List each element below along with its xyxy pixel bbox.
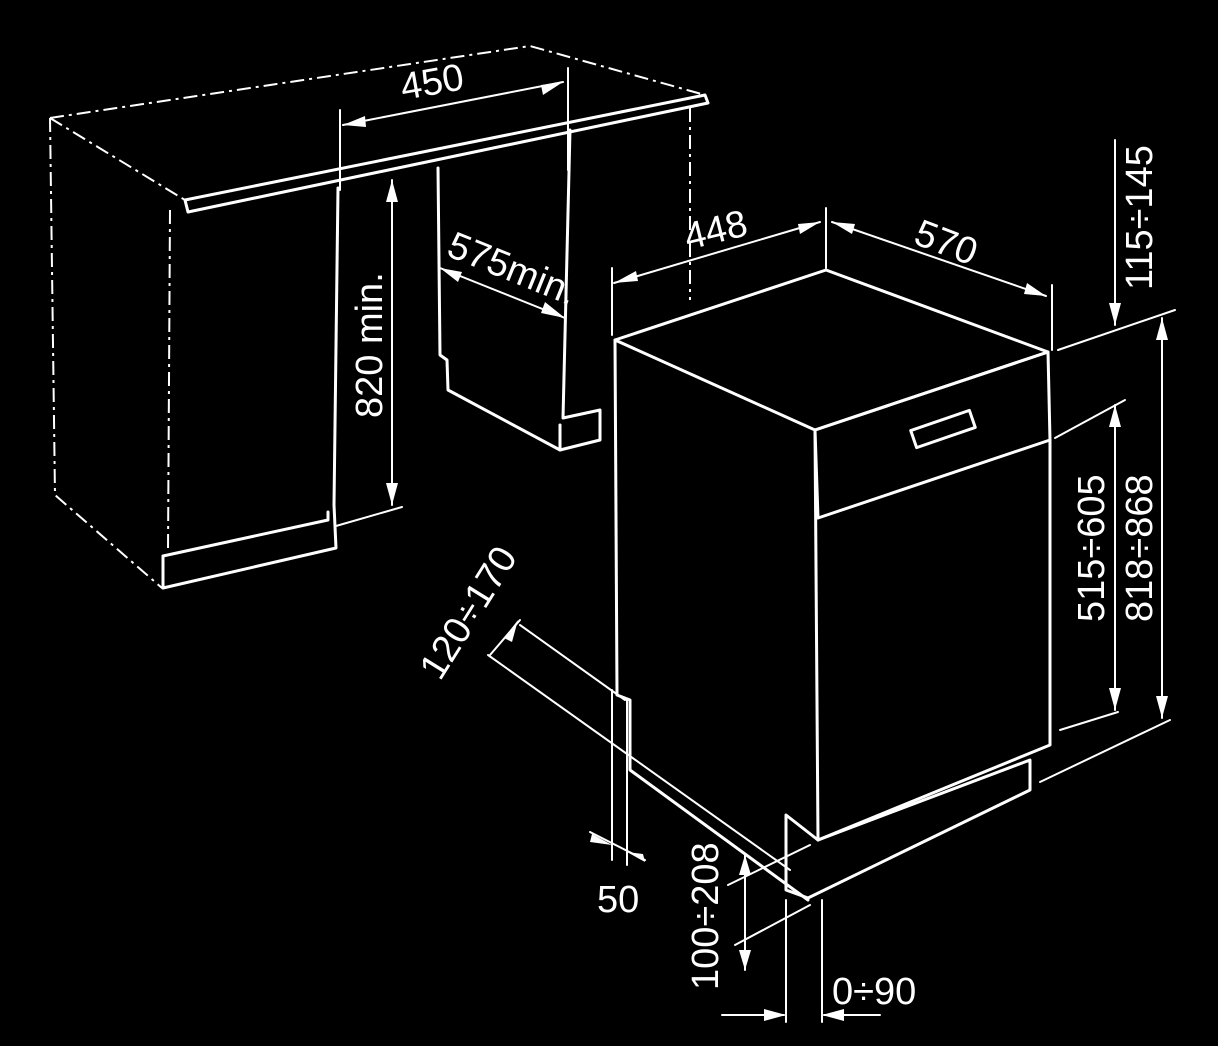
niche-height-dimension <box>335 179 403 527</box>
label-plinth-depth: 120÷170 <box>412 539 526 686</box>
label-foot-height: 100÷208 <box>685 842 727 990</box>
foot-height-dimension <box>727 844 811 971</box>
foot-offset-dimension <box>721 899 881 1023</box>
niche-depth-dimension <box>439 267 566 319</box>
label-panel-height: 515÷605 <box>1071 474 1113 622</box>
appliance-width-dimension <box>611 207 827 336</box>
cabinet-niche <box>49 44 710 590</box>
label-niche-depth: 575min. <box>442 224 583 314</box>
label-niche-height: 820 min. <box>349 272 391 418</box>
dishwasher <box>613 268 1052 902</box>
label-appliance-depth: 570 <box>909 212 983 274</box>
plinth-gap-dimension <box>589 689 646 866</box>
label-foot-offset: 0÷90 <box>832 971 916 1013</box>
appliance-depth-dimension <box>831 221 1053 351</box>
label-top-gap: 115÷145 <box>1119 145 1161 290</box>
height-dimensions <box>1039 139 1176 783</box>
plinth-depth-dimension <box>487 619 791 871</box>
label-plinth-gap: 50 <box>597 879 639 921</box>
label-total-height: 818÷868 <box>1119 474 1161 622</box>
niche-width-dimension <box>339 67 569 191</box>
label-appliance-width: 448 <box>680 203 752 259</box>
